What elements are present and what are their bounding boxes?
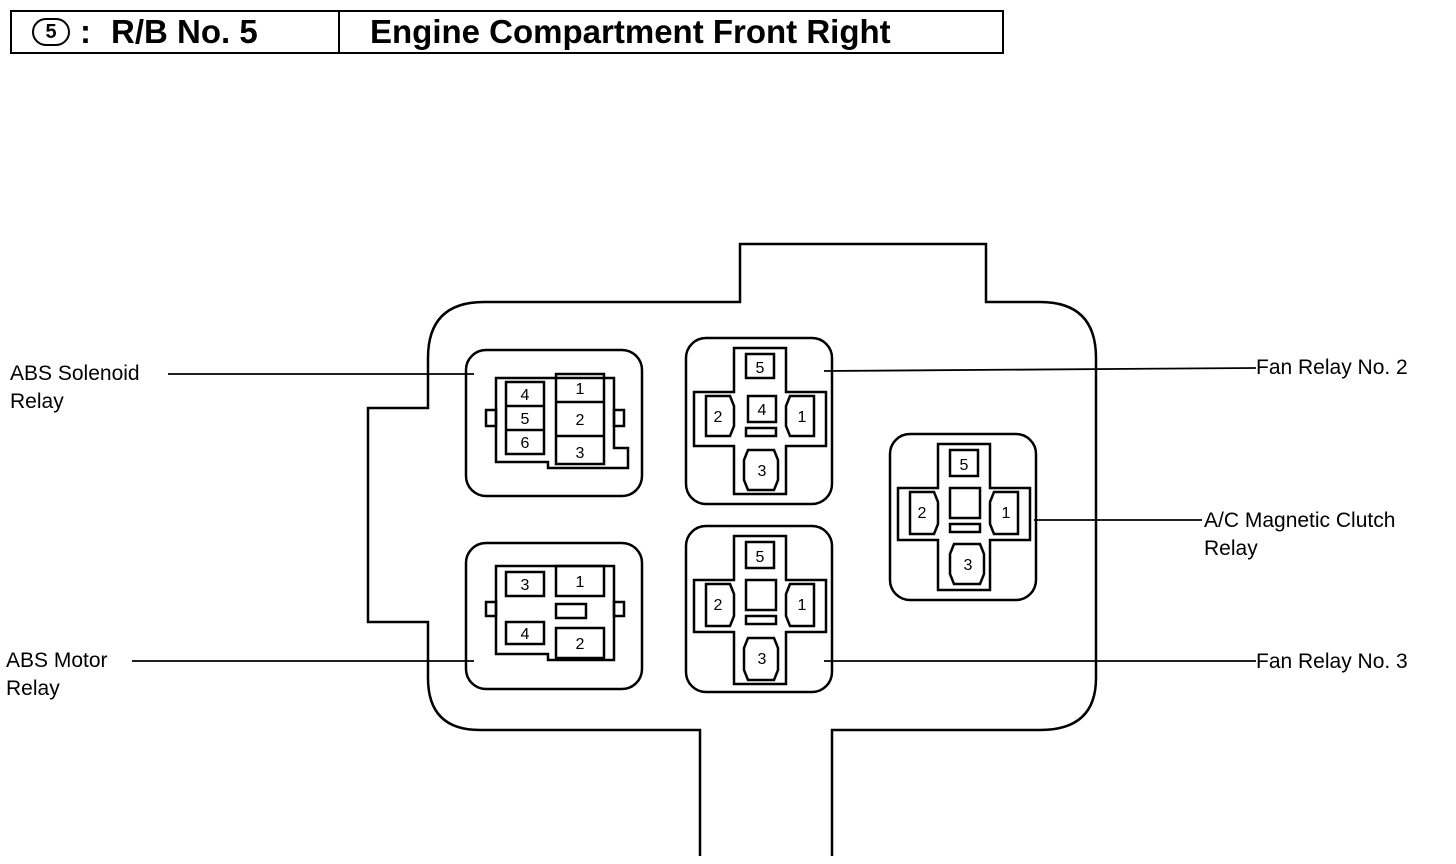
fan-relay-2-socket — [684, 336, 834, 506]
abs-motor-pin-1: 1 — [576, 574, 585, 591]
fan3-pin-5: 5 — [756, 549, 765, 566]
fan-relay-2-label: Fan Relay No. 2 — [1256, 356, 1408, 379]
connector-number-badge: 5 — [32, 18, 70, 46]
abs-solenoid-pin-4: 4 — [521, 387, 530, 404]
abs-motor-relay-label: ABS Motor Relay — [6, 647, 108, 703]
ac-clutch-pin-5: 5 — [960, 457, 969, 474]
fan3-pin-2: 2 — [714, 597, 723, 614]
abs-motor-pin-2: 2 — [576, 636, 585, 653]
ac-clutch-label-line2: Relay — [1204, 537, 1258, 560]
ac-clutch-relay-label: A/C Magnetic Clutch Relay — [1204, 507, 1395, 563]
abs-solenoid-label-line2: Relay — [10, 390, 64, 413]
fan2-pin-2: 2 — [714, 409, 723, 426]
ac-clutch-pin-3: 3 — [964, 557, 973, 574]
ac-clutch-relay-socket — [888, 432, 1038, 602]
diagram-header: 5 : R/B No. 5 Engine Compartment Front R… — [10, 10, 1004, 54]
abs-motor-pin-4: 4 — [521, 626, 530, 643]
fan2-leader — [823, 367, 1257, 372]
abs-solenoid-label-line1: ABS Solenoid — [10, 362, 140, 385]
relay-block-code: R/B No. 5 — [111, 13, 258, 50]
relay-block-location: Engine Compartment Front Right — [340, 12, 1002, 52]
abs-solenoid-relay-socket — [464, 348, 644, 498]
abs-solenoid-pin-5: 5 — [521, 411, 530, 428]
abs-motor-pin-3: 3 — [521, 577, 530, 594]
abs-motor-label-line1: ABS Motor — [6, 649, 108, 672]
ac-clutch-pin-2: 2 — [918, 505, 927, 522]
abs-solenoid-pin-1: 1 — [576, 381, 585, 398]
ac-clutch-label-line1: A/C Magnetic Clutch — [1204, 509, 1396, 532]
abs-motor-label-line2: Relay — [6, 677, 60, 700]
fan2-pin-5: 5 — [756, 360, 765, 377]
ac-clutch-pin-1: 1 — [1002, 505, 1011, 522]
abs-solenoid-relay-label: ABS Solenoid Relay — [10, 360, 140, 416]
abs-solenoid-pin-3: 3 — [576, 445, 585, 462]
location-text: Engine Compartment Front Right — [370, 13, 891, 50]
fan-relay-3-socket — [684, 524, 834, 694]
fan3-pin-3: 3 — [758, 651, 767, 668]
housing-outline — [366, 242, 1098, 856]
fan2-pin-3: 3 — [758, 463, 767, 480]
abs-solenoid-pin-6: 6 — [521, 435, 530, 452]
header-separator: : — [80, 13, 91, 50]
header-code-cell: 5 : R/B No. 5 — [12, 12, 340, 52]
abs-solenoid-pin-2: 2 — [576, 412, 585, 429]
fan2-pin-4: 4 — [758, 402, 767, 419]
abs-motor-relay-socket — [464, 541, 644, 691]
fan3-pin-1: 1 — [798, 597, 807, 614]
fan2-pin-1: 1 — [798, 409, 807, 426]
fan-relay-3-label: Fan Relay No. 3 — [1256, 650, 1408, 673]
